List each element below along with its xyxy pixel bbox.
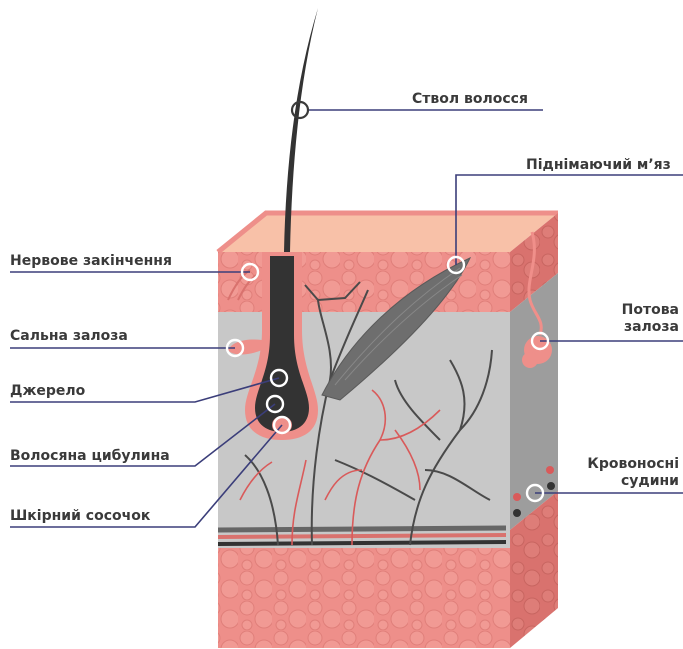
label-nerve-ending: Нервове закінчення xyxy=(10,253,172,270)
label-sweat-gland-line2: залоза xyxy=(622,319,679,336)
hypodermis-front xyxy=(218,548,510,648)
label-sweat-gland-line1: Потова xyxy=(622,302,679,319)
label-hair-bulb: Волосяна цибулина xyxy=(10,448,170,465)
label-sebaceous-gland: Сальна залоза xyxy=(10,328,128,345)
label-arrector-muscle: Піднімаючий м’яз xyxy=(526,157,671,174)
label-dermal-papilla: Шкірний сосочок xyxy=(10,508,150,525)
label-blood-vessels-line2: судини xyxy=(587,473,679,490)
label-blood-vessels: Кровоносні судини xyxy=(587,456,679,490)
label-hair-shaft: Ствол волосся xyxy=(412,91,528,108)
label-source: Джерело xyxy=(10,383,85,400)
label-sweat-gland: Потова залоза xyxy=(622,302,679,336)
epidermis-top-surface xyxy=(218,213,558,252)
label-blood-vessels-line1: Кровоносні xyxy=(587,456,679,473)
